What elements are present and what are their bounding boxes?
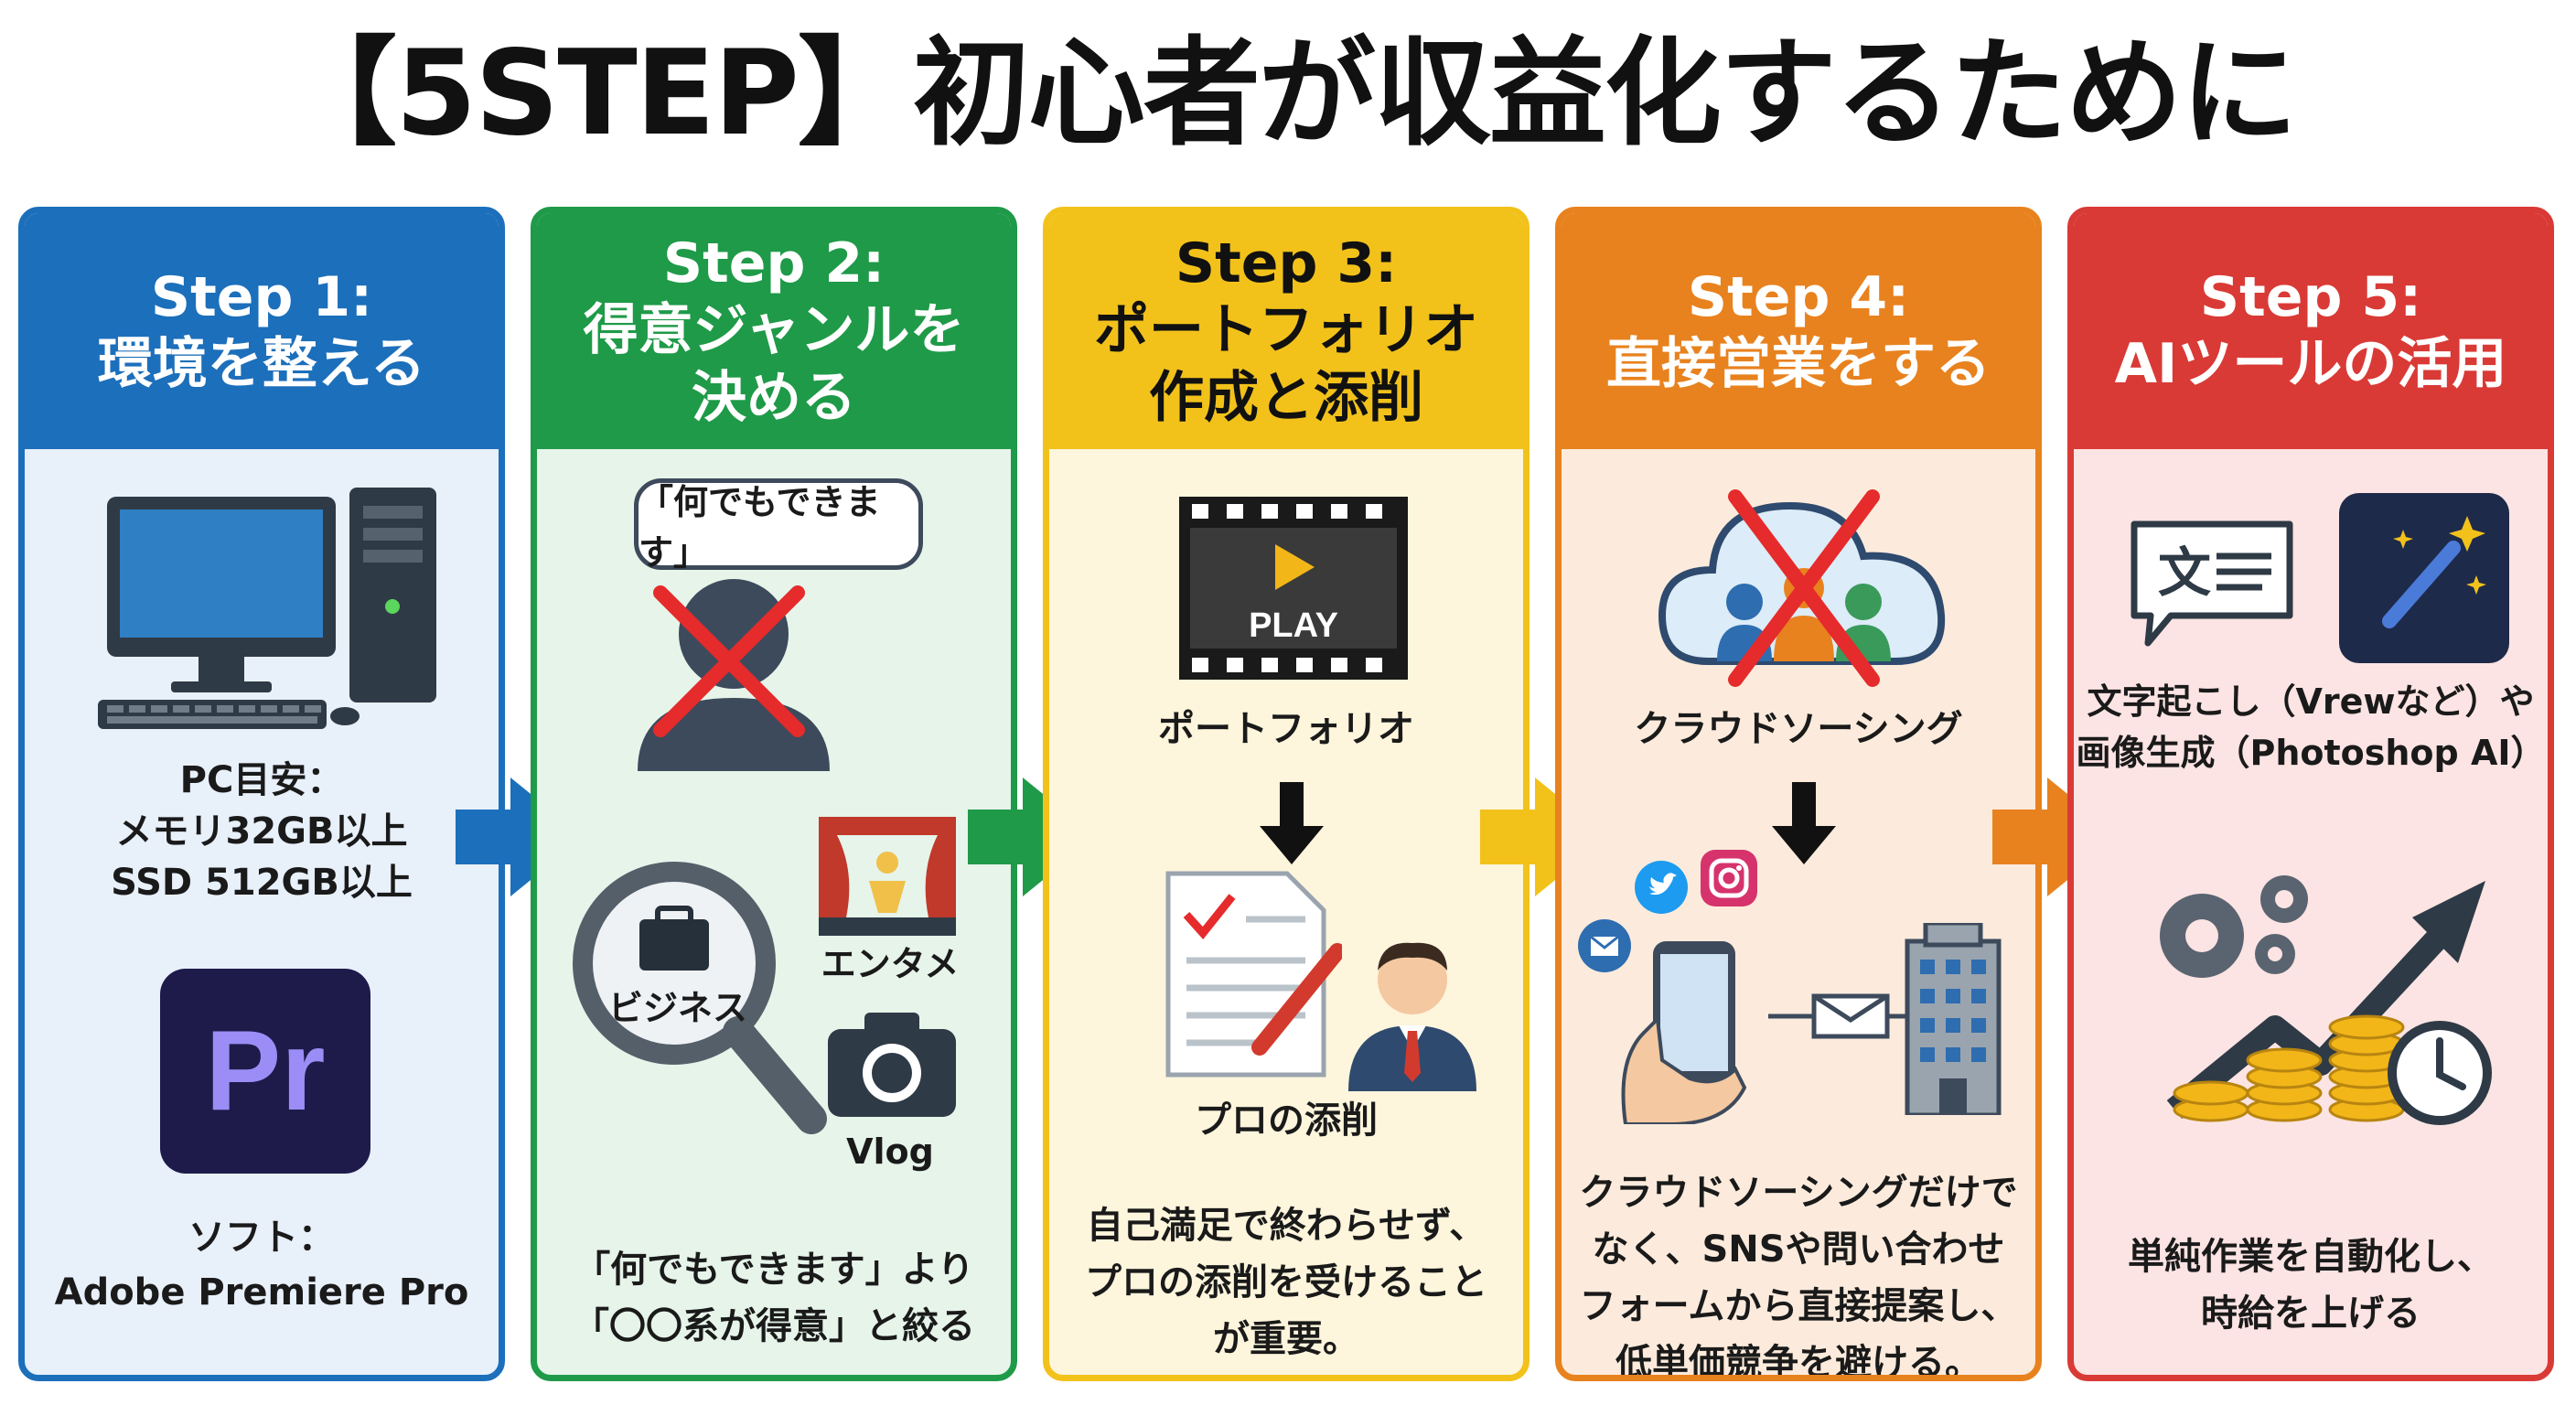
camera-icon <box>828 1013 956 1117</box>
step-4-note: クラウドソーシングだけで なく、SNSや問い合わせ フォームから直接提案し、 低… <box>1579 1172 2018 1381</box>
step-1-number: Step 1: <box>150 265 373 329</box>
step-1-software: ソフト： Adobe Premiere Pro <box>54 1217 469 1314</box>
ai-magic-wand-icon <box>2339 493 2509 663</box>
step-3-number: Step 3: <box>1175 231 1398 295</box>
step-5-note: 単純作業を自動化し、 時給を上げる <box>2128 1236 2494 1335</box>
step-4-number: Step 4: <box>1687 265 1910 329</box>
play-label: PLAY <box>1249 606 1338 645</box>
professional-person-icon <box>1348 942 1476 1091</box>
step-3-title: ポートフォリオ 作成と添削 <box>1094 298 1478 430</box>
step-2-number: Step 2: <box>662 231 886 295</box>
step-3-header: Step 3: ポートフォリオ 作成と添削 <box>1049 213 1523 449</box>
speech-bubble-text: 「何でもできます」 <box>639 482 881 573</box>
film-strip-icon <box>1179 497 1408 680</box>
email-circle-icon <box>1578 919 1631 972</box>
step-2-title: 得意ジャンルを 決める <box>583 298 965 430</box>
theater-stage-icon <box>819 817 956 936</box>
flow-arrow-3-to-4 <box>1480 778 1608 896</box>
step-5-panel: Step 5: AIツールの活用 文 文字起こし（Vrewなど）や 画像生成（P… <box>2067 207 2554 1381</box>
portfolio-label: ポートフォリオ <box>1158 708 1414 750</box>
twitter-icon <box>1635 861 1688 914</box>
speech-bubble: 「何でもできます」 <box>634 478 923 573</box>
step-3-note: 自己満足で終わらせず、 プロの添削を受けること が重要。 <box>1085 1205 1487 1360</box>
step-1-panel: Step 1: 環境を整える PC目安： メモリ32GB以上 SSD 512GB… <box>18 207 505 1381</box>
genre-vlog-label: Vlog <box>846 1132 934 1172</box>
step-5-tools: 文字起こし（Vrewなど）や 画像生成（Photoshop AI） <box>2076 681 2546 773</box>
down-arrow-icon <box>1772 782 1836 864</box>
step-3-panel: Step 3: ポートフォリオ 作成と添削 PLAY ポートフォリオ プロの添削… <box>1043 207 1530 1381</box>
document-review-icon <box>1165 871 1342 1078</box>
step-1-title: 環境を整える <box>97 332 426 396</box>
flow-arrow-1-to-2 <box>456 778 584 896</box>
genre-business-label: ビジネス <box>607 988 747 1028</box>
step-1-header: Step 1: 環境を整える <box>25 213 499 449</box>
step-2-header: Step 2: 得意ジャンルを 決める <box>537 213 1011 449</box>
magnifier-icon <box>573 862 827 1134</box>
cross-mark-icon <box>653 585 805 737</box>
step-4-title: 直接営業をする <box>1606 332 1991 396</box>
step-4-panel: Step 4: 直接営業をする クラウドソーシング <box>1555 207 2042 1381</box>
premiere-pro-logo: Pr <box>160 969 370 1174</box>
step-1-pc-spec: PC目安： メモリ32GB以上 SSD 512GB以上 <box>111 759 413 904</box>
genre-entame-label: エンタメ <box>821 944 960 984</box>
desktop-pc-icon <box>98 488 436 729</box>
step-5-title: AIツールの活用 <box>2114 332 2507 396</box>
flow-arrow-4-to-5 <box>1992 778 2120 896</box>
flow-arrow-2-to-3 <box>968 778 1096 896</box>
step-2-panel: Step 2: 得意ジャンルを 決める 「何でもできます」 ビジネス エンタメ … <box>531 207 1017 1381</box>
step-2-note: 「何でもできます」より 「〇〇系が得意」と絞る <box>573 1249 975 1347</box>
step-4-header: Step 4: 直接営業をする <box>1562 213 2035 449</box>
step-5-number: Step 5: <box>2199 265 2422 329</box>
automation-growth-icon <box>2160 875 2492 1125</box>
page-title: 【5STEP】初心者が収益化するために <box>280 26 2298 162</box>
transcription-document-glyph: 文 <box>2157 542 2211 604</box>
smartphone-hand-icon <box>1621 941 1747 1124</box>
office-building-icon <box>1905 923 2002 1115</box>
crowdsourcing-label: クラウドソーシング <box>1634 708 1963 750</box>
crowdsourcing-cloud-icon <box>1658 489 1946 687</box>
premiere-pro-logo-text: Pr <box>205 1008 326 1134</box>
transcription-document-icon <box>2131 520 2293 647</box>
pro-review-label: プロの添削 <box>1195 1099 1378 1142</box>
down-arrow-icon <box>1260 782 1324 864</box>
instagram-icon <box>1701 850 1757 906</box>
step-5-header: Step 5: AIツールの活用 <box>2074 213 2548 449</box>
